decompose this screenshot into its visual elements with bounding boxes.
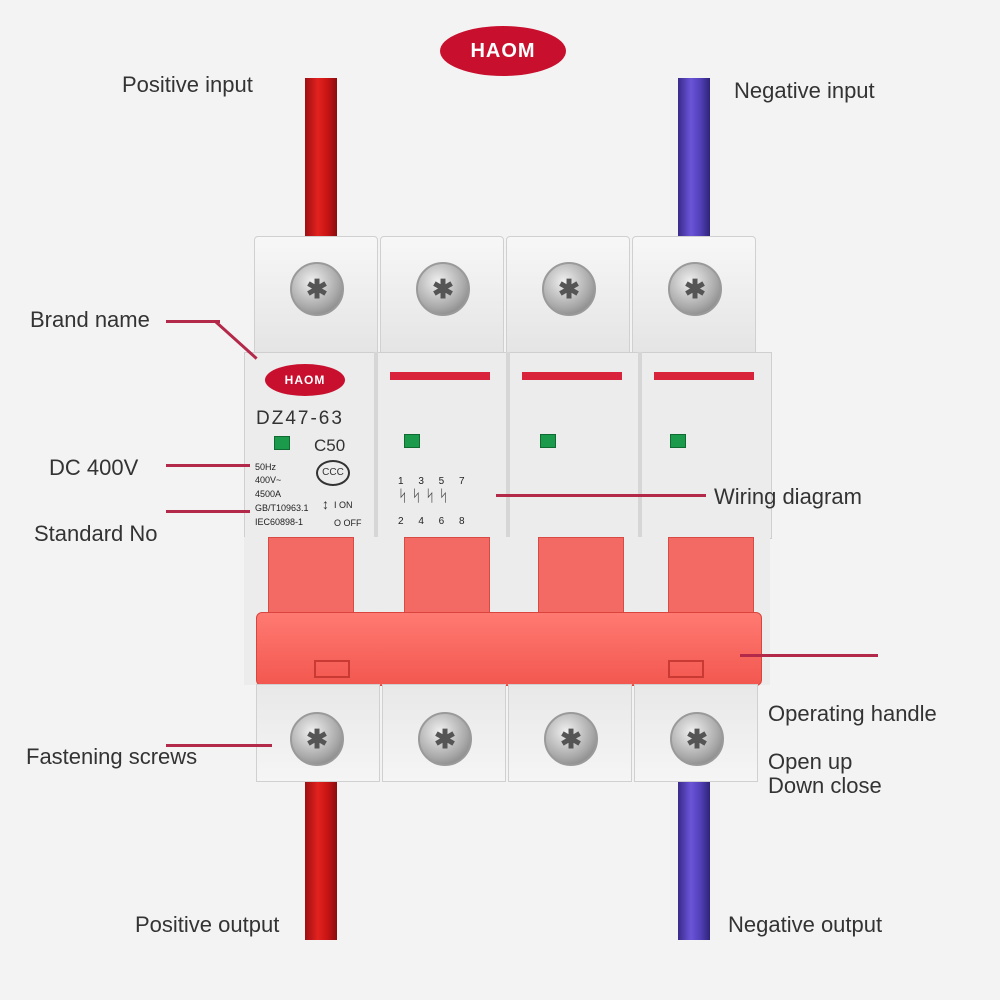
indicator-light xyxy=(670,434,686,448)
pole-switch xyxy=(668,537,754,617)
positive-output-label: Positive output xyxy=(135,912,280,937)
wiring-diagram-top: 1 3 5 7 xyxy=(398,476,471,487)
pole-divider xyxy=(638,352,642,537)
spec-line: 400V~ xyxy=(255,475,282,485)
screw-icon: ✱ xyxy=(670,712,724,766)
spec-line: 50Hz xyxy=(255,462,277,472)
pole-switch xyxy=(538,537,624,617)
breaker-brand-logo: HAOM xyxy=(265,364,345,396)
breaker-brand-text: HAOM xyxy=(284,373,326,387)
spec-line: IEC60898-1 xyxy=(255,517,304,527)
screw-icon: ✱ xyxy=(542,262,596,316)
screw-icon: ✱ xyxy=(544,712,598,766)
brand-name-label: Brand name xyxy=(30,307,150,332)
dc-voltage-leader xyxy=(166,464,250,467)
negative-input-wire xyxy=(678,78,710,238)
pole-divider xyxy=(374,352,378,537)
indicator-light xyxy=(274,436,290,450)
pole-red-bar xyxy=(522,372,622,380)
screw-icon: ✱ xyxy=(668,262,722,316)
ccc-mark: CCC xyxy=(316,460,350,486)
down-close-label: Down close xyxy=(768,773,882,798)
handle-slot xyxy=(668,660,704,678)
fastening-screws-leader xyxy=(166,744,272,747)
handle-slot xyxy=(314,660,350,678)
operating-handle[interactable] xyxy=(256,612,762,686)
on-label: I ON xyxy=(334,500,353,510)
positive-input-label: Positive input xyxy=(122,72,253,97)
standard-no-leader xyxy=(166,510,250,513)
on-off-arrow-icon: ↕ xyxy=(322,496,329,512)
screw-icon: ✱ xyxy=(418,712,472,766)
indicator-light xyxy=(404,434,420,448)
pole-switch xyxy=(268,537,354,617)
negative-output-label: Negative output xyxy=(728,912,883,937)
pole-red-bar xyxy=(390,372,490,380)
negative-input-label: Negative input xyxy=(734,78,875,103)
brand-logo: HAOM xyxy=(440,26,566,76)
open-up-label: Open up xyxy=(768,749,853,774)
model-number: DZ47-63 xyxy=(256,408,344,429)
negative-output-wire xyxy=(678,780,710,940)
screw-icon: ✱ xyxy=(290,262,344,316)
positive-output-wire xyxy=(305,780,337,940)
rating-label: C50 xyxy=(314,436,346,455)
screw-icon: ✱ xyxy=(290,712,344,766)
pole-red-bar xyxy=(654,372,754,380)
spec-line: 4500A xyxy=(255,489,282,499)
fastening-screws-label: Fastening screws xyxy=(26,744,198,769)
wiring-diagram-leader xyxy=(496,494,706,497)
dc-voltage-label: DC 400V xyxy=(49,455,139,480)
wiring-diagram-bottom: 2 4 6 8 xyxy=(398,516,471,527)
wiring-diagram-icon: ᛋᛋᛋᛋ xyxy=(398,488,453,505)
spec-line: GB/T10963.1 xyxy=(255,503,309,513)
brand-name-leader-diagonal xyxy=(213,320,258,360)
off-label: O OFF xyxy=(334,518,362,528)
brand-name-leader xyxy=(166,320,220,323)
positive-input-wire xyxy=(305,78,337,238)
brand-logo-text: HAOM xyxy=(470,39,536,62)
standard-no-label: Standard No xyxy=(34,521,158,546)
pole-divider xyxy=(506,352,510,537)
indicator-light xyxy=(540,434,556,448)
operating-handle-label: Operating handle xyxy=(768,701,937,726)
operating-handle-leader xyxy=(740,654,878,657)
screw-icon: ✱ xyxy=(416,262,470,316)
pole-switch xyxy=(404,537,490,617)
wiring-diagram-label: Wiring diagram xyxy=(714,484,862,509)
